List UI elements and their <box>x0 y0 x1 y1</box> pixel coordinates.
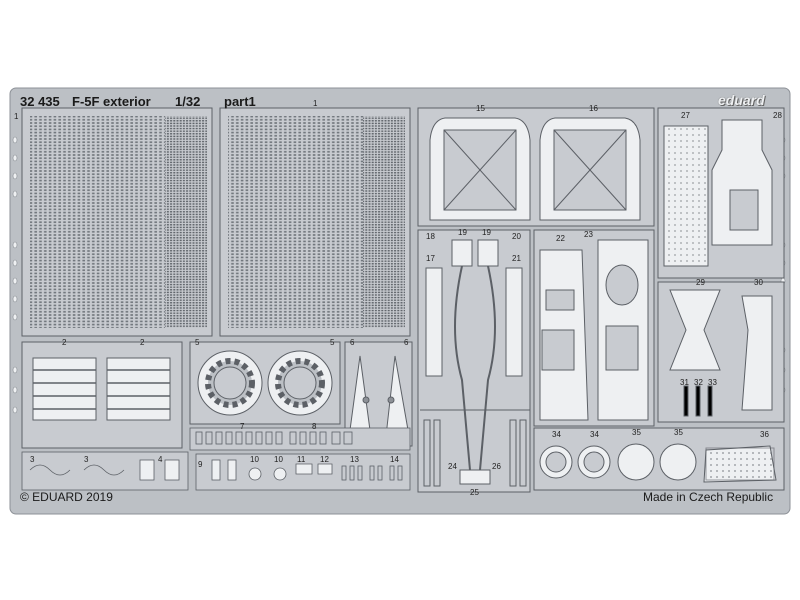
part-3-4-clips <box>21 451 189 491</box>
part-number: 35 <box>674 428 683 437</box>
part-number: 5 <box>330 338 335 347</box>
part-number: 24 <box>448 462 457 471</box>
part-34-36 <box>533 427 785 491</box>
part-number: 25 <box>470 488 479 497</box>
part-5-rings <box>189 341 341 425</box>
part-22-23-panels <box>533 229 655 427</box>
part-number: 7 <box>240 422 245 431</box>
part-number: 4 <box>158 455 163 464</box>
origin-text: Made in Czech Republic <box>643 490 774 504</box>
part-number: 3 <box>84 455 89 464</box>
part-number: 2 <box>140 338 145 347</box>
part-15-16-doors <box>417 107 655 227</box>
part-1-mesh-left <box>21 107 213 337</box>
part-number: 21 <box>512 254 521 263</box>
part-7-8-brackets <box>189 427 411 451</box>
part-number: 13 <box>350 455 359 464</box>
part-number: 3 <box>30 455 35 464</box>
part-number: 1 <box>313 99 318 108</box>
part-number: 5 <box>195 338 200 347</box>
part-number: 31 <box>680 378 689 387</box>
part-number: 11 <box>297 455 306 464</box>
part-number: 19 <box>458 228 467 237</box>
part-number: 23 <box>584 230 593 239</box>
part-number: 33 <box>708 378 717 387</box>
part-number: 6 <box>404 338 409 347</box>
kit-number: 32 435 <box>20 94 60 109</box>
part-number: 9 <box>198 460 203 469</box>
part-number: 36 <box>760 430 769 439</box>
part-number: 17 <box>426 254 435 263</box>
part-number: 10 <box>274 455 283 464</box>
part-number: 34 <box>552 430 561 439</box>
part-number: 8 <box>312 422 317 431</box>
part-27-28-panels <box>657 107 785 279</box>
part-2-panels <box>21 341 183 449</box>
part-17-26-straps <box>417 229 531 493</box>
part-number: 35 <box>632 428 641 437</box>
part-number: 6 <box>350 338 355 347</box>
part-number: 18 <box>426 232 435 241</box>
part-number: 32 <box>694 378 703 387</box>
part-29-33 <box>657 281 785 423</box>
brand-logo: eduard <box>718 92 765 108</box>
part-number: 30 <box>754 278 763 287</box>
part-number: 28 <box>773 111 782 120</box>
part-number: 2 <box>62 338 67 347</box>
part-number: 34 <box>590 430 599 439</box>
part-number: 19 <box>482 228 491 237</box>
part-number: 27 <box>681 111 690 120</box>
part-number: 12 <box>320 455 329 464</box>
part-number: 1 <box>14 112 19 121</box>
part-9-14-smalls <box>195 453 411 491</box>
copyright-text: © EDUARD 2019 <box>20 490 113 504</box>
fret-left-holes <box>12 136 18 414</box>
part-number: 15 <box>476 104 485 113</box>
part-number: 16 <box>589 104 598 113</box>
kit-scale: 1/32 <box>175 94 201 109</box>
part-number: 29 <box>696 278 705 287</box>
part-number: 22 <box>556 234 565 243</box>
part-number: 20 <box>512 232 521 241</box>
kit-title: F-5F exterior <box>72 94 151 109</box>
kit-part: part1 <box>224 94 256 109</box>
part-number: 10 <box>250 455 259 464</box>
part-number: 14 <box>390 455 399 464</box>
part-number: 26 <box>492 462 501 471</box>
part-1-mesh-right <box>219 107 411 337</box>
